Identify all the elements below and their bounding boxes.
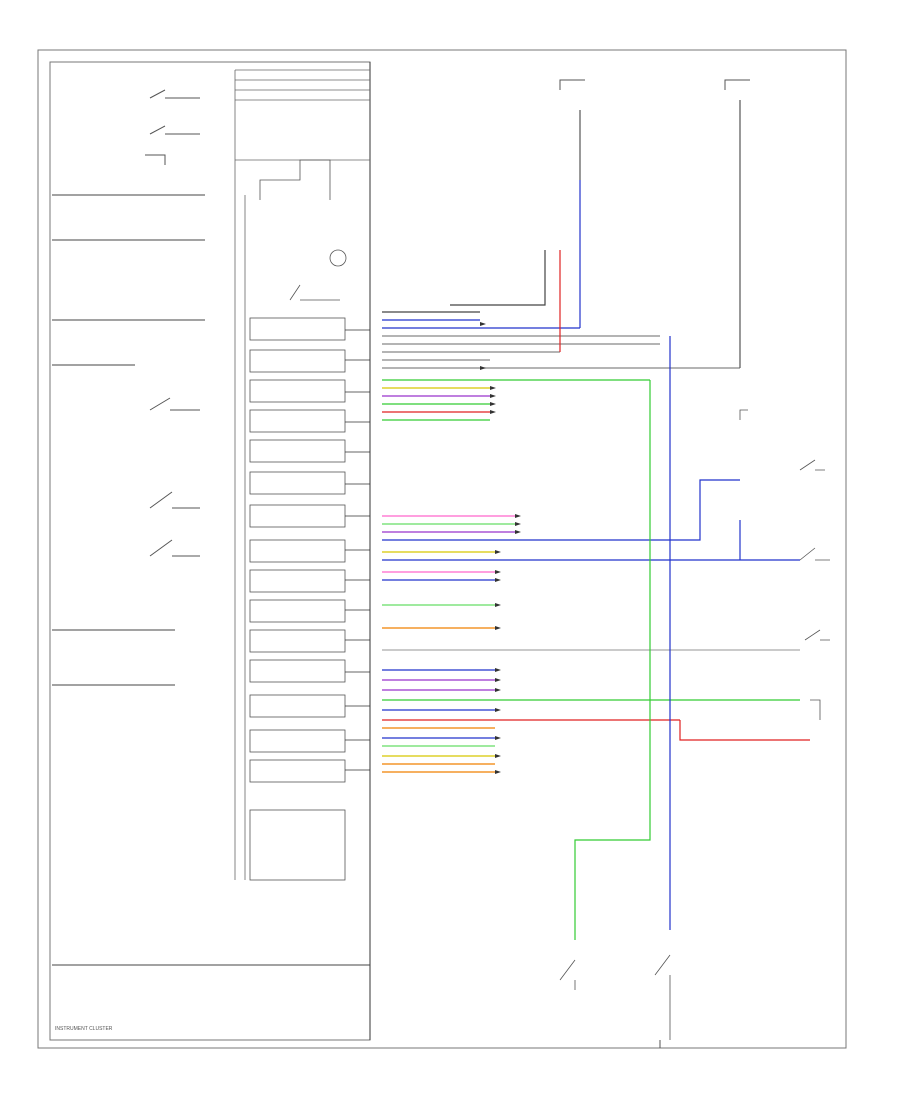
lamp-block-group	[249, 317, 346, 783]
diagram-title: INSTRUMENT CLUSTER	[55, 1026, 113, 1032]
connector-arrows	[480, 322, 521, 774]
connector-pins	[345, 329, 370, 771]
ground-symbols	[559, 79, 750, 1048]
wire-group-middle	[382, 515, 800, 773]
left-wire-group	[52, 194, 370, 966]
right-switch-group	[559, 409, 830, 1040]
vertical-risers	[450, 100, 810, 940]
wire-group-top	[382, 311, 740, 421]
indicator-switch-group	[145, 89, 200, 557]
diagram-frame	[37, 49, 847, 1049]
relay-block	[249, 159, 347, 881]
instrument-cluster-box	[49, 61, 371, 1041]
cluster-top-buses	[235, 69, 370, 161]
